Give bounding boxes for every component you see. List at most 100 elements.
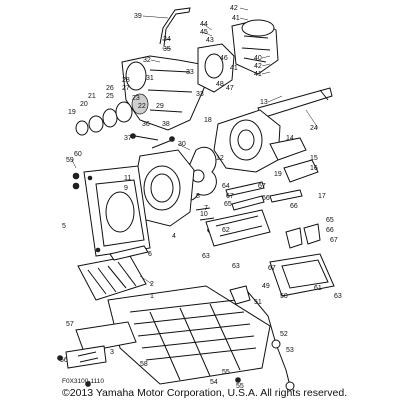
screws-bottom: [57, 355, 241, 387]
callout: 31: [146, 75, 154, 82]
callout: 66: [262, 195, 270, 202]
callout: 59: [66, 157, 74, 164]
callout: 67: [226, 193, 234, 200]
callout: 52: [280, 331, 288, 338]
callout: 21: [88, 93, 96, 100]
speed-sensor-lead: [229, 285, 295, 391]
callout: 67: [268, 265, 276, 272]
callout: 62: [222, 227, 230, 234]
callout: 25: [106, 93, 114, 100]
callout: 4: [172, 233, 176, 240]
callout: 66: [290, 203, 298, 210]
callout: 47: [226, 85, 234, 92]
callout: 63: [334, 293, 342, 300]
callout: 41: [254, 71, 262, 78]
ride-plate-bracket: [269, 137, 319, 183]
callout: 29: [156, 103, 164, 110]
callout: 19: [68, 109, 76, 116]
callout: 14: [286, 135, 294, 142]
callout: 17: [318, 193, 326, 200]
callout: 67: [258, 183, 266, 190]
intake-pad: [65, 321, 137, 369]
callout: 54: [210, 379, 218, 386]
callout: 51: [254, 299, 262, 306]
callout: 36: [142, 121, 150, 128]
callout: 30: [178, 141, 186, 148]
callout: 67: [330, 237, 338, 244]
callout: 8: [196, 193, 200, 200]
callout: 42: [230, 5, 238, 12]
callout: 33: [186, 69, 194, 76]
callout: 7: [204, 205, 208, 212]
callout: 39: [134, 13, 142, 20]
duct-frame: [83, 165, 151, 257]
callout: 26: [106, 85, 114, 92]
callout: 58: [140, 361, 148, 368]
copyright-notice: ©2013 Yamaha Motor Corporation, U.S.A. A…: [62, 387, 347, 399]
callout: 33: [196, 91, 204, 98]
callout: 49: [262, 283, 270, 290]
callout: 66: [326, 227, 334, 234]
callout: 1: [150, 293, 154, 300]
callout: 2: [150, 281, 154, 288]
callout: 38: [162, 121, 170, 128]
callout: 55: [222, 369, 230, 376]
callout: 32: [143, 57, 151, 64]
callout: 16: [310, 165, 318, 172]
callout: 28: [122, 77, 130, 84]
callout: 53: [286, 347, 294, 354]
drawing-code: F0X3100-1110: [62, 378, 104, 385]
callout: 60: [74, 151, 82, 158]
callout: 40: [254, 55, 262, 62]
callout: 23: [132, 95, 140, 102]
callout: 10: [200, 211, 208, 218]
leader-lines: [71, 7, 319, 285]
callout: 43: [206, 37, 214, 44]
callout: 13: [260, 99, 268, 106]
hull-plate: [107, 285, 271, 385]
callout: 11: [124, 175, 131, 182]
pivot-bolts: [130, 133, 175, 149]
callout: 42: [254, 63, 262, 70]
pump-housing: [213, 109, 281, 173]
callout: 12: [216, 155, 224, 162]
callout: 65: [326, 217, 334, 224]
cover-plate: [269, 253, 335, 297]
callout: 41: [232, 15, 240, 22]
rubber-tube: [159, 7, 191, 47]
plate-clips: [285, 223, 321, 249]
callout: 55: [236, 383, 244, 390]
callout: 22: [138, 103, 146, 110]
callout: 57: [66, 321, 74, 328]
callout: 50: [280, 293, 288, 300]
callout: 24: [310, 125, 318, 132]
drive-shaft: [257, 87, 333, 119]
intake-duct-top: [121, 55, 206, 131]
callout: 63: [202, 253, 210, 260]
callout: 15: [310, 155, 318, 162]
callout: 5: [62, 223, 66, 230]
callout: 35: [163, 46, 171, 53]
callout: 65: [224, 201, 232, 208]
callout: 20: [80, 101, 88, 108]
callout: 63: [232, 263, 240, 270]
callout: 19: [274, 171, 282, 178]
part-number-callouts: 39 34 35 32 31 33 33 28 27 26 25 21 20 1…: [60, 5, 342, 390]
callout: 3: [110, 349, 114, 356]
steering-nozzle: [231, 19, 279, 75]
intake-housing: [131, 149, 195, 227]
callout: 46: [220, 55, 228, 62]
bearing-housing: [197, 43, 235, 93]
callout: 9: [124, 185, 128, 192]
callout: 37: [124, 135, 132, 142]
callout: 18: [204, 117, 212, 124]
callout: 27: [122, 85, 130, 92]
callout: 48: [216, 81, 224, 88]
callout: 61: [314, 285, 322, 292]
callout: 56: [60, 357, 68, 364]
ride-plate: [205, 209, 271, 247]
callout: 6: [148, 251, 152, 258]
callout: 64: [222, 183, 230, 190]
seal-rings-row: [75, 93, 149, 136]
